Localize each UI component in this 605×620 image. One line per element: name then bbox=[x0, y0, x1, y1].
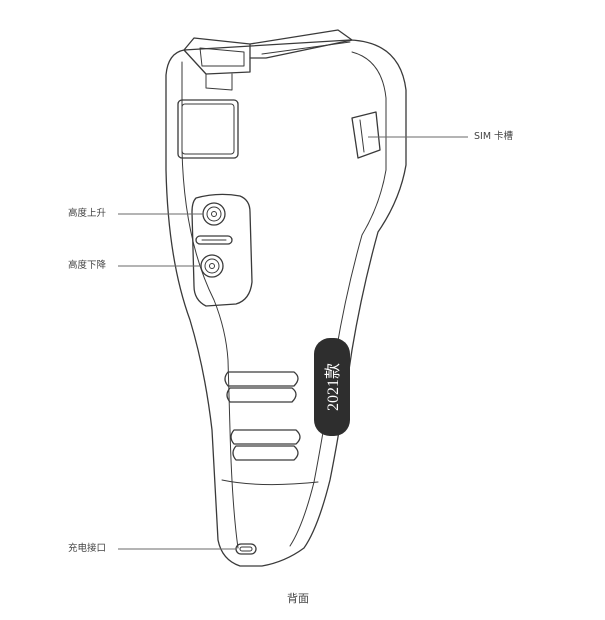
top-clip-step bbox=[205, 73, 233, 91]
model-year-badge bbox=[314, 338, 350, 436]
top-rail-edge bbox=[261, 41, 351, 55]
charging-port-inner bbox=[239, 546, 253, 552]
charging-port-icon bbox=[235, 543, 257, 555]
grip-ridge-3 bbox=[230, 429, 301, 445]
top-rail bbox=[249, 29, 353, 59]
height-up-button-dot bbox=[211, 211, 217, 217]
device-face-edge bbox=[181, 61, 239, 549]
height-up-label: 高度上升 bbox=[68, 208, 107, 219]
device-side-edge bbox=[289, 51, 387, 547]
height-down-button-dot bbox=[209, 263, 215, 269]
sim-slot-cover bbox=[351, 111, 381, 159]
middle-slider-icon bbox=[195, 235, 233, 245]
top-clip-inner bbox=[199, 47, 245, 67]
charging-port-label: 充电接口 bbox=[68, 543, 107, 554]
sim-slot-label: SIM 卡槽 bbox=[474, 131, 514, 142]
height-down-button-inner bbox=[204, 258, 220, 274]
grip-seam bbox=[221, 479, 319, 486]
display-screen bbox=[177, 99, 239, 159]
height-up-button-icon bbox=[202, 202, 226, 226]
top-clip bbox=[183, 37, 251, 75]
grip-ridge-2 bbox=[226, 387, 297, 403]
display-screen-inner bbox=[181, 103, 235, 155]
height-up-button-inner bbox=[206, 206, 222, 222]
height-down-button-icon bbox=[200, 254, 224, 278]
grip-ridge-1 bbox=[224, 371, 299, 387]
grip-ridge-4 bbox=[232, 445, 299, 461]
button-panel bbox=[191, 193, 253, 307]
model-year-badge-text: 2021款 bbox=[324, 363, 342, 411]
view-caption: 背面 bbox=[287, 592, 309, 605]
height-down-label: 高度下降 bbox=[68, 260, 107, 271]
sim-slot-line bbox=[359, 119, 365, 153]
device-body-outline bbox=[165, 39, 407, 567]
